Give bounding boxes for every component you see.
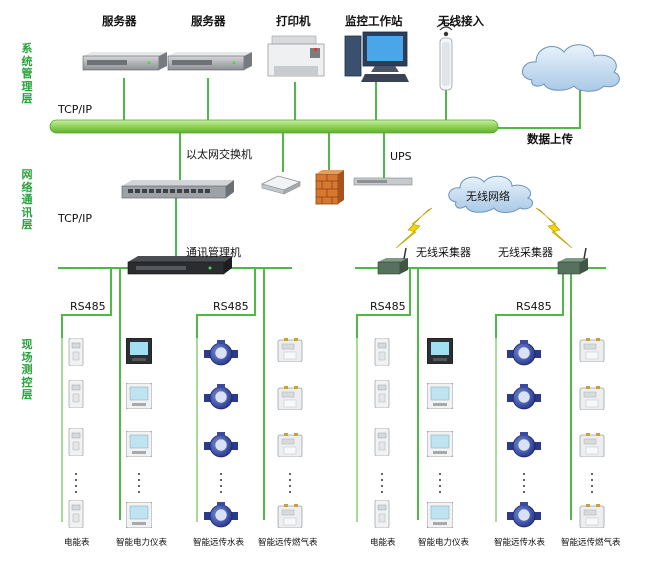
- power-meter-icon: [126, 383, 152, 409]
- ethernet-switch-label: 以太网交换机: [186, 148, 252, 161]
- water-meter-icon: [507, 502, 541, 528]
- data-upload-label: 数据上传: [527, 132, 573, 146]
- ups-icon: [353, 177, 413, 186]
- gas-meter-icon: [579, 386, 605, 410]
- ups-label: UPS: [390, 150, 412, 163]
- power-meter-icon: [427, 383, 453, 409]
- gas-meter-label: 智能远传燃气表: [561, 538, 621, 548]
- lightning-icon: [395, 207, 573, 249]
- wireless-collector-icon: [377, 247, 408, 275]
- gas-meter-icon: [277, 504, 303, 528]
- workstation-icon: [344, 31, 409, 82]
- tcpip-label: TCP/IP: [58, 103, 92, 116]
- water-meter-icon: [204, 432, 238, 458]
- water-meter-icon: [507, 340, 541, 366]
- energy-meter-icon: [374, 428, 390, 456]
- power-meter-icon: [126, 338, 152, 364]
- water-meter-label: 智能远传水表: [193, 538, 245, 548]
- tcpip-bus-bar: [49, 119, 499, 134]
- wireless-network-label: 无线网络: [466, 190, 510, 203]
- gas-meter-icon: [579, 504, 605, 528]
- water-meter-icon: [204, 384, 238, 410]
- rs485-label: RS485: [370, 300, 406, 313]
- power-meter-label: 智能电力仪表: [418, 538, 470, 548]
- wireless-collector-label: 无线采集器: [498, 246, 553, 259]
- gas-meter-icon: [277, 433, 303, 457]
- rs485-label: RS485: [70, 300, 106, 313]
- energy-meter-icon: [68, 338, 84, 366]
- wireless-collector-label: 无线采集器: [416, 246, 471, 259]
- water-meter-icon: [204, 502, 238, 528]
- firewall-icon: [315, 170, 344, 205]
- water-meter-icon: [204, 340, 238, 366]
- energy-meter-icon: [68, 428, 84, 456]
- gas-meter-icon: [277, 386, 303, 410]
- layer-label-system: 系统管理层: [21, 42, 33, 105]
- energy-meter-icon: [68, 500, 84, 528]
- cloud-icon: [448, 175, 533, 213]
- workstation-label: 监控工作站: [345, 14, 403, 28]
- server-icon: [167, 52, 252, 71]
- wireless-access-label: 无线接入: [438, 14, 484, 28]
- power-meter-icon: [427, 431, 453, 457]
- water-meter-icon: [507, 432, 541, 458]
- antenna-icon: [436, 22, 456, 91]
- comm-manager-label: 通讯管理机: [186, 246, 241, 259]
- printer-label: 打印机: [276, 14, 311, 28]
- power-meter-icon: [427, 502, 453, 528]
- meter-group-right: [374, 338, 605, 528]
- rs485-label: RS485: [213, 300, 249, 313]
- wireless-collector-icon: [557, 247, 588, 275]
- gas-meter-icon: [579, 433, 605, 457]
- server-icon: [82, 52, 167, 71]
- power-meter-icon: [126, 431, 152, 457]
- energy-meter-icon: [374, 380, 390, 408]
- water-meter-icon: [507, 384, 541, 410]
- power-meter-icon: [427, 338, 453, 364]
- meter-group-left: [68, 338, 303, 528]
- router-icon: [260, 175, 302, 195]
- tcpip-label: TCP/IP: [58, 212, 92, 225]
- power-meter-label: 智能电力仪表: [116, 538, 168, 548]
- server-label: 服务器: [102, 14, 137, 28]
- energy-meter-icon: [68, 380, 84, 408]
- rs485-label: RS485: [516, 300, 552, 313]
- energy-meter-label: 电能表: [370, 538, 396, 548]
- comm-manager-icon: [127, 256, 232, 275]
- power-meter-icon: [126, 502, 152, 528]
- ellipsis-dots: [75, 473, 593, 493]
- water-meter-label: 智能远传水表: [494, 538, 546, 548]
- server-label: 服务器: [191, 14, 226, 28]
- printer-icon: [267, 35, 325, 77]
- gas-meter-icon: [277, 338, 303, 362]
- cloud-icon: [522, 44, 620, 92]
- energy-meter-icon: [374, 338, 390, 366]
- switch-icon: [121, 180, 234, 199]
- energy-meter-icon: [374, 500, 390, 528]
- layer-label-network: 网络通讯层: [21, 168, 33, 231]
- gas-meter-icon: [579, 338, 605, 362]
- gas-meter-label: 智能远传燃气表: [258, 538, 318, 548]
- energy-meter-label: 电能表: [64, 538, 90, 548]
- layer-label-field: 现场测控层: [21, 338, 33, 401]
- meter-column-lines: [61, 338, 497, 522]
